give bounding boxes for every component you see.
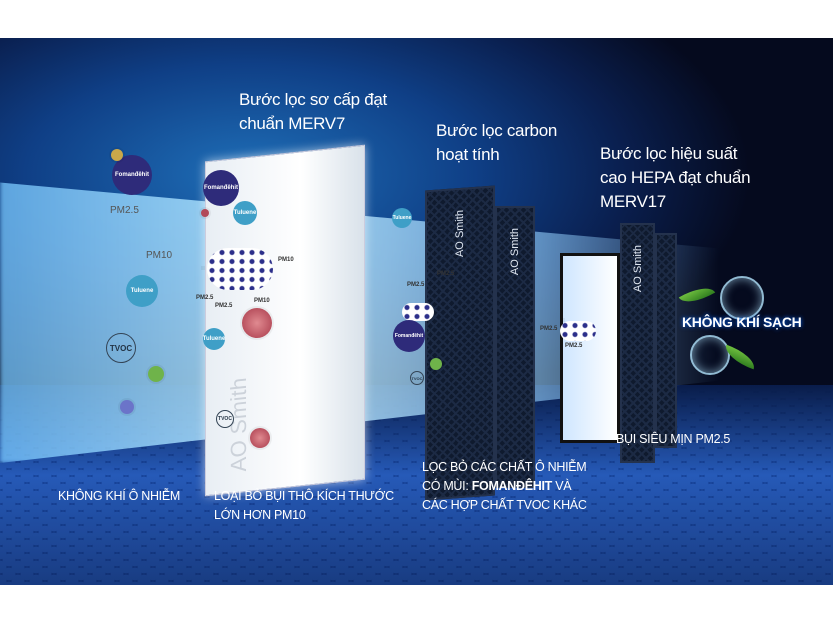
carbon-filter-front: AO Smith xyxy=(425,185,495,501)
toluene-bubble: Tuluene xyxy=(203,328,225,350)
caption-line: CÁC HỢP CHẤT TVOC KHÁC xyxy=(422,498,587,512)
polluted-air-label: KHÔNG KHÍ Ô NHIỄM xyxy=(58,489,180,503)
pollution-cloud xyxy=(402,303,434,321)
pm25-label: PM2.5 xyxy=(215,303,233,309)
pollution-cloud xyxy=(207,248,273,290)
pm25-label: PM2.5 xyxy=(110,205,139,216)
pm25-label: PM2.5 xyxy=(407,282,425,288)
tvoc-bubble: TVOC xyxy=(410,371,424,385)
formaldehyde-bubble: Fomanđêhit xyxy=(112,155,152,195)
clean-air-bubble-icon xyxy=(720,276,764,320)
virus-icon xyxy=(242,308,272,338)
toluene-bubble: Tuluene xyxy=(233,201,257,225)
title-line: hoạt tính xyxy=(436,145,500,164)
caption-line: LOẠI BỎ BỤI THÔ KÍCH THƯỚC xyxy=(214,489,394,503)
filter-brand: AO Smith xyxy=(454,209,466,258)
virus-icon xyxy=(430,358,442,370)
title-line: Bước lọc sơ cấp đạt xyxy=(239,90,387,109)
clean-air-label: KHÔNG KHÍ SẠCH xyxy=(682,314,802,330)
virus-icon xyxy=(250,428,270,448)
pm10-label: PM10 xyxy=(146,250,173,261)
formaldehyde-bubble: Fomanđêhit xyxy=(393,320,425,352)
hepa-filter-front: AO Smith xyxy=(620,223,655,463)
title-line: chuẩn MERV7 xyxy=(239,114,346,133)
filter-brand: AO Smith xyxy=(631,245,644,293)
pollution-cloud xyxy=(560,321,596,341)
caption-line: LỚN HƠN PM10 xyxy=(214,508,306,522)
title-line: Bước lọc carbon xyxy=(436,121,558,140)
caption-line: LỌC BỎ CÁC CHẤT Ô NHIỄM xyxy=(422,460,587,474)
title-line: Bước lọc hiệu suất xyxy=(600,144,738,163)
filtration-diagram: AO Smith AO Smith AO Smith AO Smith Foma… xyxy=(0,38,833,585)
tvoc-bubble: TVOC xyxy=(216,410,234,428)
pm25-label: PM2.5 xyxy=(437,271,455,277)
stage3-title: Bước lọc hiệu suất cao HEPA đạt chuẩn ME… xyxy=(600,142,751,214)
stage2-caption: LỌC BỎ CÁC CHẤT Ô NHIỄM CÓ MÙI: FOMANĐÊH… xyxy=(422,458,587,515)
virus-icon xyxy=(148,366,164,382)
pm25-label: PM2.5 xyxy=(540,326,558,332)
carbon-filter-back: AO Smith xyxy=(495,206,535,488)
hepa-filter-back xyxy=(655,233,677,448)
virus-icon xyxy=(201,209,209,217)
tvoc-bubble: TVOC xyxy=(106,333,136,363)
clean-air-bubble-icon xyxy=(690,335,730,375)
caption-highlight: FOMANĐÊHIT xyxy=(471,479,553,493)
title-line: MERV17 xyxy=(600,192,666,211)
caption-text: VÀ xyxy=(552,479,572,493)
stage1-title: Bước lọc sơ cấp đạt chuẩn MERV7 xyxy=(239,88,387,136)
stage2-title: Bước lọc carbon hoạt tính xyxy=(436,119,557,167)
formaldehyde-bubble: Fomanđêhit xyxy=(203,170,239,206)
pm25-label: PM2.5 xyxy=(565,343,583,349)
virus-icon xyxy=(120,400,134,414)
toluene-bubble: Tuluene xyxy=(392,208,412,228)
caption-text: CÓ MÙI: xyxy=(422,479,472,493)
filter-brand: AO Smith xyxy=(509,228,521,276)
stage3-caption: BỤI SIÊU MỊN PM2.5 xyxy=(616,432,731,446)
hepa-filter-face xyxy=(560,253,620,443)
stage1-caption: LOẠI BỎ BỤI THÔ KÍCH THƯỚC LỚN HƠN PM10 xyxy=(214,487,394,525)
virus-icon xyxy=(111,149,123,161)
title-line: cao HEPA đạt chuẩn xyxy=(600,168,751,187)
caption-line: CÓ MÙI: FOMANĐÊHIT VÀ xyxy=(422,477,587,496)
pm25-label: PM2.5 xyxy=(196,295,214,301)
toluene-bubble: Tuluene xyxy=(126,275,158,307)
pm10-label: PM10 xyxy=(254,298,270,304)
pm10-label: PM10 xyxy=(278,257,294,263)
